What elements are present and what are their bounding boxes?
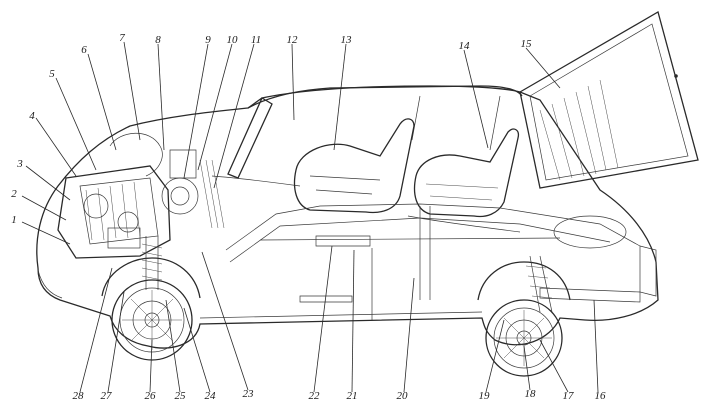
callout-7: 7 [119,32,125,44]
callout-24: 24 [204,390,216,402]
front-suspension [141,236,163,290]
callout-23: 23 [242,388,254,400]
callout-3: 3 [17,158,23,170]
callout-28: 28 [72,390,84,402]
callout-12: 12 [286,34,298,46]
callout-18: 18 [524,388,536,400]
callout-22: 22 [308,390,320,402]
callout-26: 26 [144,390,156,402]
callout-9: 9 [205,34,211,46]
callout-17: 17 [562,390,574,402]
callout-5: 5 [49,68,55,80]
front-seats [293,118,520,218]
callout-11: 11 [250,34,262,46]
callout-19: 19 [478,390,490,402]
callout-16: 16 [594,390,606,402]
callout-14: 14 [458,40,470,52]
callout-8: 8 [155,34,161,46]
tailgate [519,11,699,189]
callout-6: 6 [81,44,87,56]
leader-lines [21,41,599,393]
car-body-outline [36,85,659,349]
floor-and-driveline [225,203,641,313]
front-wheel [111,279,193,361]
callout-4: 4 [29,110,35,122]
callout-15: 15 [520,38,532,50]
callout-20: 20 [396,390,408,402]
callout-1: 1 [11,214,17,226]
callout-10: 10 [226,34,238,46]
rear-wheel [485,299,563,377]
callout-21: 21 [346,390,358,402]
callout-27: 27 [100,390,112,402]
callout-2: 2 [11,188,17,200]
callout-25: 25 [174,390,186,402]
engine-assembly [57,132,225,259]
callout-13: 13 [340,34,352,46]
